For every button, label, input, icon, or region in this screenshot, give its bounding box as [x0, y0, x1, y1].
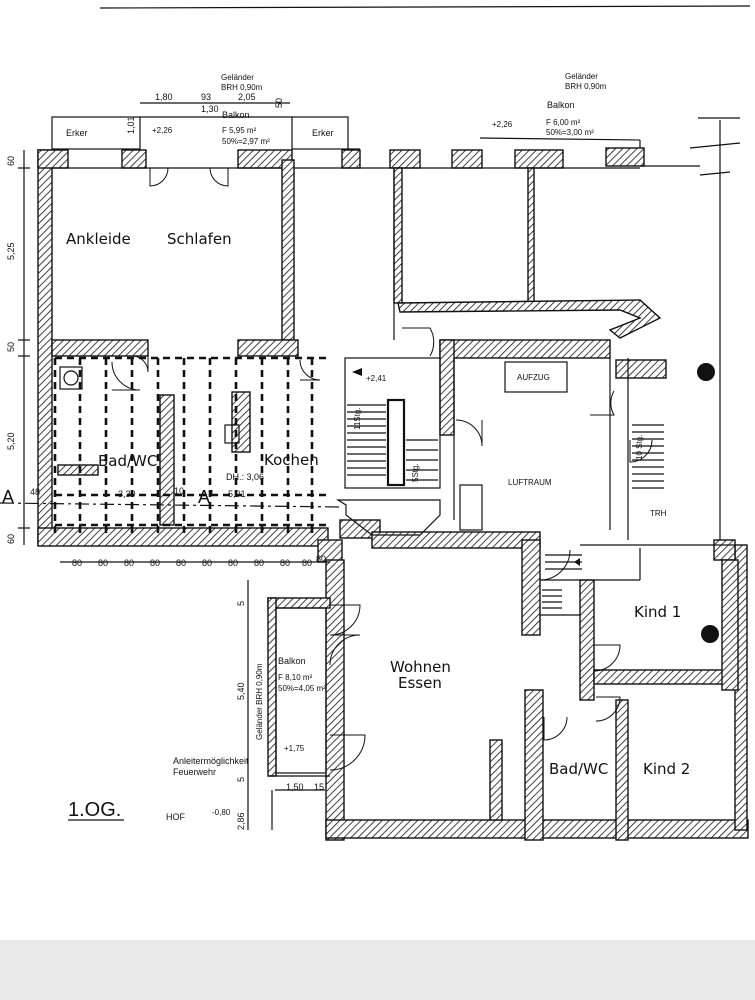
- dim-bottom-1: 80: [98, 558, 108, 568]
- ladder-note-line1: Anleitermöglichkeit: [173, 756, 249, 766]
- balcony-court-level: +1,75: [284, 744, 305, 753]
- court-balcony: [267, 597, 331, 791]
- balcony-left-title: Balkon: [222, 110, 250, 120]
- section-marker-a2: A': [198, 487, 213, 507]
- dim-left-3: 5,20: [6, 432, 16, 450]
- dim-bottom-0: 80: [72, 558, 82, 568]
- door-swings: [111, 167, 653, 771]
- room-label-erker-right: Erker: [312, 128, 334, 138]
- balcony-annotations: Geländer BRH 0,90m Balkon +2,26 F 5,95 m…: [152, 72, 607, 753]
- dimension-lines: [18, 102, 741, 830]
- balcony-court-area50: 50%=4,05 m²: [278, 684, 326, 693]
- dim-mid-0: 48: [30, 487, 40, 497]
- room-label-trh: TRH: [650, 509, 667, 518]
- marker-dot-upper: [697, 363, 715, 381]
- stair-label-right: 10 Stg.: [635, 435, 644, 460]
- dim-top-2: 2,05: [238, 92, 256, 102]
- dim-court-4: 1,50: [286, 782, 304, 792]
- dim-court-2: 5: [236, 777, 246, 782]
- dim-bottom-9: 80: [302, 558, 312, 568]
- room-label-bad-top: Bad/WC: [98, 452, 157, 470]
- dim-left-2: 50: [6, 342, 16, 352]
- stair-label-left-up: 11Stg.: [353, 407, 362, 430]
- dim-top-5: 50: [274, 98, 284, 108]
- floor-plan-drawing: Ankleide Schlafen Bad/WC Kochen DH.: 3,0…: [0, 5, 751, 841]
- room-label-essen: Essen: [398, 674, 442, 692]
- dim-court-0: 5: [236, 601, 246, 606]
- room-labels: Ankleide Schlafen Bad/WC Kochen DH.: 3,0…: [66, 128, 690, 778]
- room-label-ankleide: Ankleide: [66, 230, 131, 248]
- room-outlines: [52, 120, 735, 616]
- dim-top-4: 1,01: [126, 116, 136, 134]
- balcony-left-level: +2,26: [152, 126, 173, 135]
- dim-bottom-5: 80: [202, 558, 212, 568]
- dim-bottom-7: 80: [254, 558, 264, 568]
- balcony-court-railing: Geländer BRH 0,90m: [255, 663, 264, 740]
- stairs: [347, 368, 664, 609]
- dim-bottom-10: 80: [316, 554, 326, 564]
- ladder-note-line2: Feuerwehr: [173, 767, 216, 777]
- hof-level: -0,80: [212, 808, 231, 817]
- room-label-dh: DH.: 3,06: [226, 472, 264, 482]
- dim-court-5: 15: [314, 782, 324, 792]
- room-label-erker-left: Erker: [66, 128, 88, 138]
- floor-label: 1.OG.: [68, 799, 121, 821]
- balcony-left-brh: BRH 0,90m: [221, 83, 263, 92]
- dim-left-1: 5,25: [6, 242, 16, 260]
- section-marker-a: A: [2, 487, 14, 507]
- hof-label: HOF: [166, 812, 186, 822]
- inner-walls: [51, 167, 739, 841]
- dim-mid-1: 3,30: [118, 489, 136, 499]
- balcony-right-area50: 50%=3,00 m²: [546, 128, 594, 137]
- room-label-bad-bottom: Bad/WC: [549, 760, 608, 778]
- dim-top-0: 1,80: [155, 92, 173, 102]
- dim-bottom-4: 80: [176, 558, 186, 568]
- dashed-structure: [0, 356, 341, 535]
- misc-annotations: +2,41 11Stg. 5Stg. 10 Stg. Anleitermögli…: [2, 363, 719, 822]
- dim-top-3: 1,30: [201, 104, 219, 114]
- room-label-kochen: Kochen: [264, 451, 319, 469]
- dim-left-0: 60: [6, 156, 16, 166]
- screen-bottom-band: [0, 940, 755, 1000]
- balcony-left-area50: 50%=2,97 m²: [222, 137, 270, 146]
- dim-mid-3: 5,01: [228, 489, 246, 499]
- top-balcony-zone: [51, 5, 751, 150]
- dim-mid-2: 10: [174, 486, 184, 496]
- dim-bottom-6: 80: [228, 558, 238, 568]
- room-label-schlafen: Schlafen: [167, 230, 232, 248]
- room-label-wohnen: Wohnen: [390, 658, 451, 676]
- balcony-court-title: Balkon: [278, 656, 306, 666]
- balcony-right-title: Balkon: [547, 100, 575, 110]
- balcony-right-level: +2,26: [492, 120, 513, 129]
- marker-dot-lower: [701, 625, 719, 643]
- elevator-shaft: [504, 361, 568, 393]
- dim-top-1: 93: [201, 92, 211, 102]
- room-label-luftraum: LUFTRAUM: [508, 478, 552, 487]
- dimension-labels: 1,80 93 2,05 1,30 1,01 50 60 5,25 50 5,2…: [6, 92, 326, 830]
- room-label-kind1: Kind 1: [634, 603, 681, 621]
- dim-bottom-3: 80: [150, 558, 160, 568]
- balcony-right-brh: BRH 0,90m: [565, 82, 607, 91]
- balcony-left-railing: Geländer: [221, 73, 254, 82]
- dim-left-4: 60: [6, 534, 16, 544]
- balcony-court-area: F 8,10 m²: [278, 673, 313, 682]
- dim-bottom-8: 80: [280, 558, 290, 568]
- level-stair: +2,41: [366, 374, 387, 383]
- stair-label-left-down: 5Stg.: [411, 463, 420, 482]
- dim-bottom-2: 80: [124, 558, 134, 568]
- balcony-right-area: F 6,00 m²: [546, 118, 581, 127]
- dim-court-1: 5,40: [236, 682, 246, 700]
- room-label-kind2: Kind 2: [643, 760, 690, 778]
- room-label-aufzug: AUFZUG: [517, 373, 550, 382]
- balcony-right-railing: Geländer: [565, 72, 598, 81]
- dim-court-3: 2,86: [236, 812, 246, 830]
- balcony-left-area: F 5,95 m²: [222, 126, 257, 135]
